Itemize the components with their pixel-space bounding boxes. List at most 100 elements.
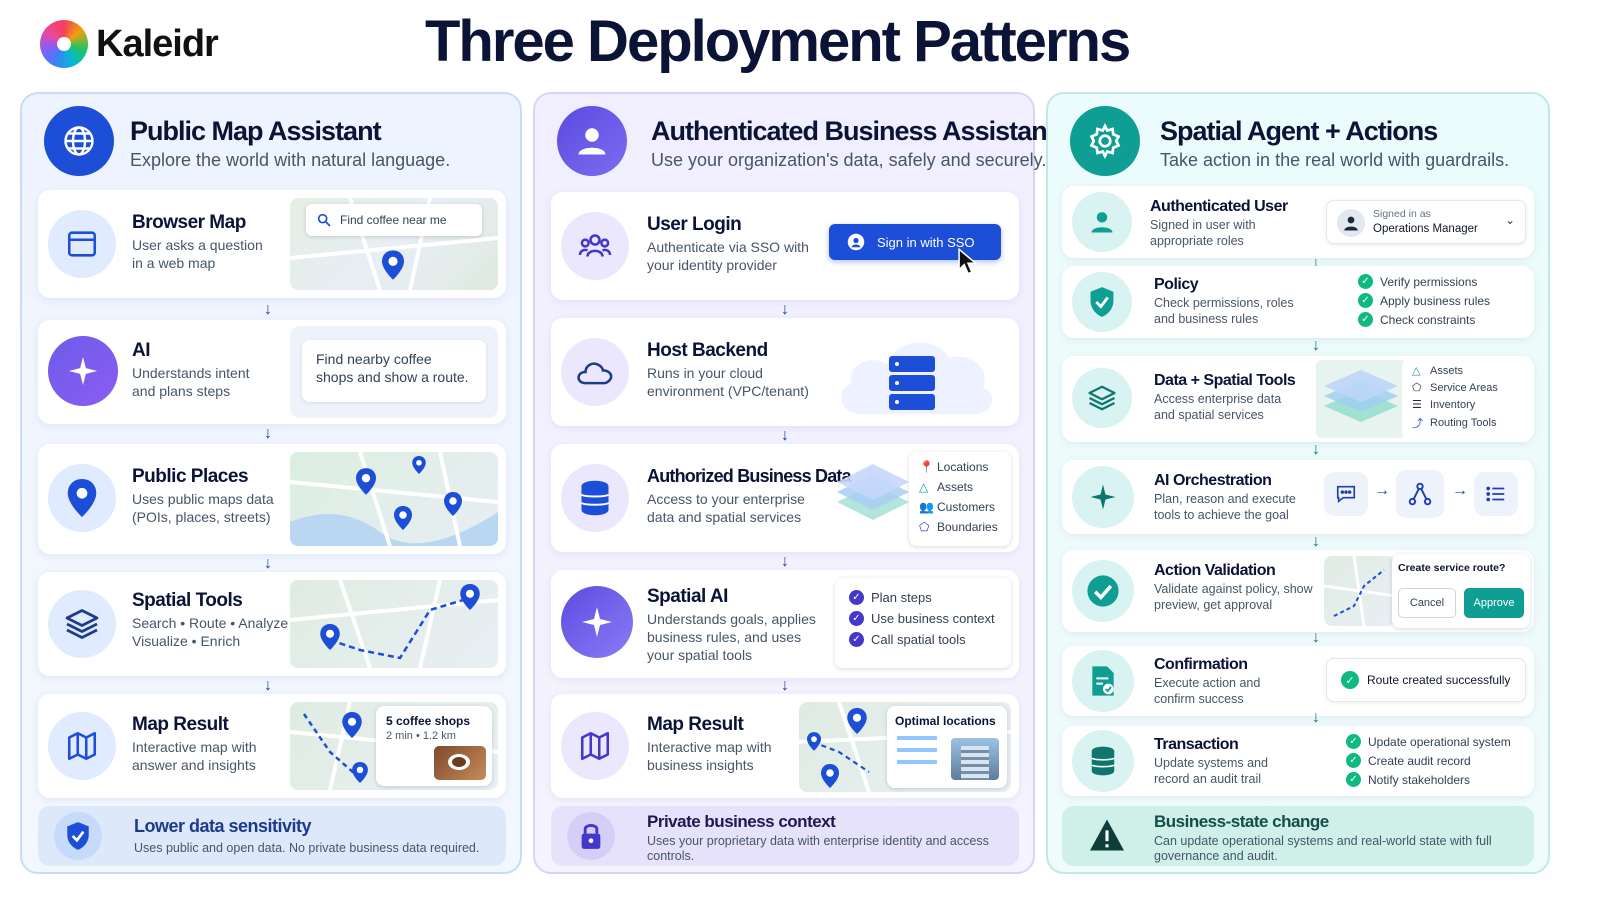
signed-in-role: Operations Manager — [1373, 223, 1478, 235]
customers-icon: 👥 — [919, 500, 934, 514]
check-icon: ✓ — [849, 590, 864, 605]
chevron-down-icon: ⌄ — [1504, 213, 1515, 227]
warning-icon — [1088, 818, 1126, 857]
card-authenticated-user: Authenticated User Signed in user with a… — [1062, 186, 1534, 258]
success-toast: ✓ Route created successfully — [1326, 658, 1526, 702]
business-state-banner: Business-state change Can update operati… — [1062, 806, 1534, 866]
checklist-item: Notify stakeholders — [1368, 772, 1471, 787]
routing-icon: ⤴ — [1412, 418, 1423, 430]
chat-panel: Find nearby coffee shops and show a rout… — [290, 326, 498, 418]
checklist-item: Update operational system — [1368, 734, 1511, 749]
column-spatial-agent-actions: Spatial Agent + Actions Take action in t… — [1046, 92, 1550, 874]
column-title: Spatial Agent + Actions — [1160, 116, 1438, 146]
ai-step-checklist: ✓Plan steps ✓Use business context ✓Call … — [835, 578, 1011, 668]
checklist-item: Use business context — [871, 611, 995, 626]
user-circle-icon — [847, 233, 865, 251]
sso-button-label: Sign in with SSO — [877, 234, 975, 250]
layers-icon — [48, 590, 116, 658]
checklist-item: Verify permissions — [1380, 274, 1478, 289]
flow-arrow: ↓ — [1312, 337, 1320, 354]
card-description: Understands intent and plans steps — [132, 365, 250, 400]
location-pin-icon — [382, 250, 404, 280]
tool-category-item: Routing Tools — [1430, 417, 1497, 429]
data-category-item: Boundaries — [937, 520, 998, 534]
sparkle-icon — [1072, 466, 1134, 528]
shield-icon — [54, 812, 102, 860]
location-pin-icon — [394, 506, 412, 530]
banner-description: Can update operational systems and real-… — [1154, 834, 1492, 863]
map-icon — [48, 712, 116, 780]
policy-checklist: ✓Verify permissions ✓Apply business rule… — [1358, 274, 1490, 327]
database-icon — [1072, 730, 1134, 792]
tool-category-item: Inventory — [1430, 398, 1476, 411]
check-icon: ✓ — [1346, 772, 1361, 787]
checklist-item: Call spatial tools — [871, 632, 966, 647]
tool-category-item: Service Areas — [1430, 381, 1498, 394]
data-category-list: 📍Locations △Assets 👥Customers ⬠Boundarie… — [909, 452, 1011, 546]
cancel-button[interactable]: Cancel — [1398, 588, 1456, 618]
column-subtitle: Explore the world with natural language. — [130, 150, 451, 170]
card-description: Understands goals, applies business rule… — [647, 611, 816, 664]
asset-triangle-icon: △ — [919, 480, 929, 494]
location-pin-icon — [342, 712, 362, 738]
map-thumbnail — [290, 452, 498, 546]
approve-button[interactable]: Approve — [1464, 588, 1524, 618]
data-category-item: Customers — [937, 500, 996, 514]
card-title: Public Places — [132, 466, 249, 487]
search-input[interactable]: Find coffee near me — [306, 204, 482, 236]
card-title: Map Result — [647, 714, 744, 735]
card-title: Policy — [1154, 276, 1199, 293]
result-list-lines — [897, 736, 937, 764]
card-ai-orchestration: AI Orchestration Plan, reason and execut… — [1062, 460, 1534, 534]
location-pin-icon — [444, 492, 462, 516]
checklist-item: Apply business rules — [1380, 293, 1491, 308]
data-category-item: Locations — [937, 460, 989, 474]
result-title: 5 coffee shops — [386, 714, 471, 728]
flow-arrow: ↓ — [781, 301, 789, 318]
column-subtitle: Take action in the real world with guard… — [1160, 150, 1510, 170]
checklist-item: Create audit record — [1368, 753, 1471, 768]
card-map-result: Map Result Interactive map with business… — [551, 694, 1019, 798]
cursor-icon — [958, 248, 978, 275]
card-description: Authenticate via SSO with your identity … — [647, 239, 809, 274]
list-icon — [1474, 472, 1518, 516]
browser-icon — [48, 210, 116, 278]
card-confirmation: Confirmation Execute action and confirm … — [1062, 646, 1534, 716]
flow-arrow: ↓ — [264, 677, 272, 694]
card-browser-map: Browser Map User asks a question in a we… — [38, 190, 506, 298]
card-map-result: Map Result Interactive map with answer a… — [38, 694, 506, 798]
inventory-icon: ☰ — [1412, 399, 1422, 411]
document-check-icon — [1072, 650, 1134, 712]
workflow-nodes-icon — [1396, 470, 1444, 518]
card-transaction: Transaction Update systems and record an… — [1062, 726, 1534, 796]
check-icon: ✓ — [1358, 293, 1373, 308]
card-description: Runs in your cloud environment (VPC/tena… — [647, 365, 809, 400]
account-dropdown[interactable]: Signed in as Operations Manager ⌄ — [1326, 200, 1526, 244]
checklist-item: Plan steps — [871, 590, 932, 605]
layer-stack-illustration — [1316, 360, 1406, 438]
result-map-thumbnail: Optimal locations — [799, 702, 1011, 792]
cloud-server-illustration — [831, 324, 999, 420]
flow-arrow: ↓ — [781, 677, 789, 694]
map-thumbnail: Find coffee near me — [290, 198, 498, 290]
sso-sign-in-button[interactable]: Sign in with SSO — [829, 224, 1001, 260]
card-description: Update systems and record an audit trail — [1154, 756, 1268, 786]
tool-category-list: △Assets ⬠Service Areas ☰Inventory ⤴Routi… — [1402, 360, 1528, 438]
card-description: Access to your enterprise data and spati… — [647, 491, 805, 526]
card-title: Authorized Business Data — [647, 466, 852, 486]
card-authorized-business-data: Authorized Business Data Access to your … — [551, 444, 1019, 552]
banner-description: Uses your proprietary data with enterpri… — [647, 834, 989, 863]
card-title: AI — [132, 340, 151, 361]
card-description: Execute action and confirm success — [1154, 676, 1261, 706]
card-description: Check permissions, roles and business ru… — [1154, 296, 1294, 326]
location-pin-icon — [821, 764, 839, 788]
location-pin-icon — [320, 624, 340, 650]
layer-stack-illustration — [833, 464, 913, 544]
dialog-prompt: Create service route? — [1398, 562, 1506, 574]
card-title: Spatial Tools — [132, 590, 243, 611]
result-card: Optimal locations — [887, 706, 1007, 788]
column-title: Public Map Assistant — [130, 116, 382, 146]
result-card: 5 coffee shops 2 min • 1.2 km — [376, 706, 492, 786]
flow-arrow: ↓ — [1312, 533, 1320, 550]
card-title: Confirmation — [1154, 656, 1248, 673]
